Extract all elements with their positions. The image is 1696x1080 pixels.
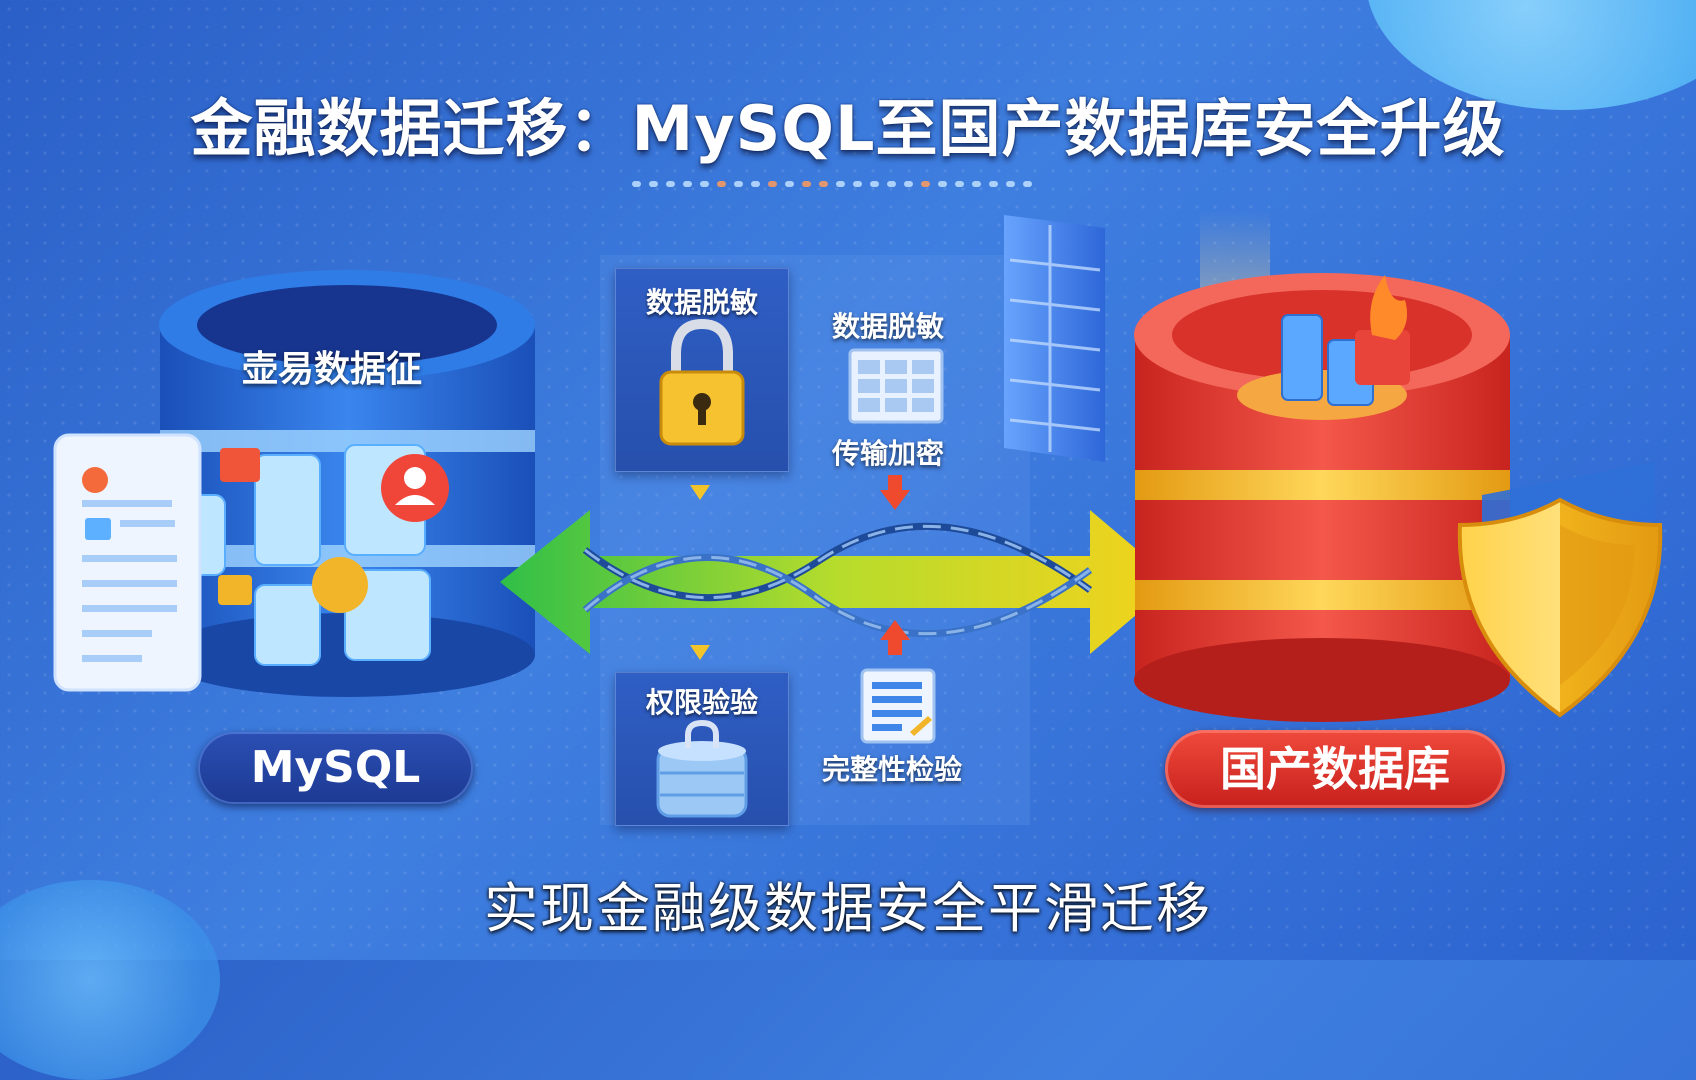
data-masking-label: 数据脱敏 xyxy=(645,286,758,319)
mysql-database-icon xyxy=(159,270,535,697)
document-icon xyxy=(53,433,202,692)
lock-icon xyxy=(659,318,745,446)
source-db-inner-label: 壶易数据征 xyxy=(242,349,423,390)
domestic-database-label: 国产数据库 xyxy=(1165,730,1505,808)
database-lock-icon xyxy=(656,719,748,818)
data-masking-floating-label: 数据脱敏 xyxy=(832,310,945,343)
shield-icon xyxy=(1457,462,1663,718)
diagram-art xyxy=(53,210,1663,722)
subtitle-caption: 实现金融级数据安全平滑迁移 xyxy=(484,877,1212,940)
data-grid-icon xyxy=(848,348,944,424)
integrity-check-label: 完整性检验 xyxy=(822,753,963,786)
checklist-document-icon xyxy=(860,668,936,744)
title-divider-dots xyxy=(632,181,1032,187)
firewall-icon xyxy=(1004,215,1105,462)
permission-check-card: 权限验验 xyxy=(615,672,789,826)
transfer-encryption-label: 传输加密 xyxy=(832,437,945,470)
domestic-database-icon xyxy=(1134,210,1510,722)
bidirectional-transfer-arrow-icon xyxy=(500,510,1175,654)
permission-check-label: 权限验验 xyxy=(645,686,758,719)
mysql-label: MySQL xyxy=(198,732,473,804)
flow-arrow-icon xyxy=(690,475,910,660)
page-title: 金融数据迁移：MySQL至国产数据库安全升级 xyxy=(190,92,1506,165)
data-masking-card: 数据脱敏 xyxy=(615,268,789,472)
